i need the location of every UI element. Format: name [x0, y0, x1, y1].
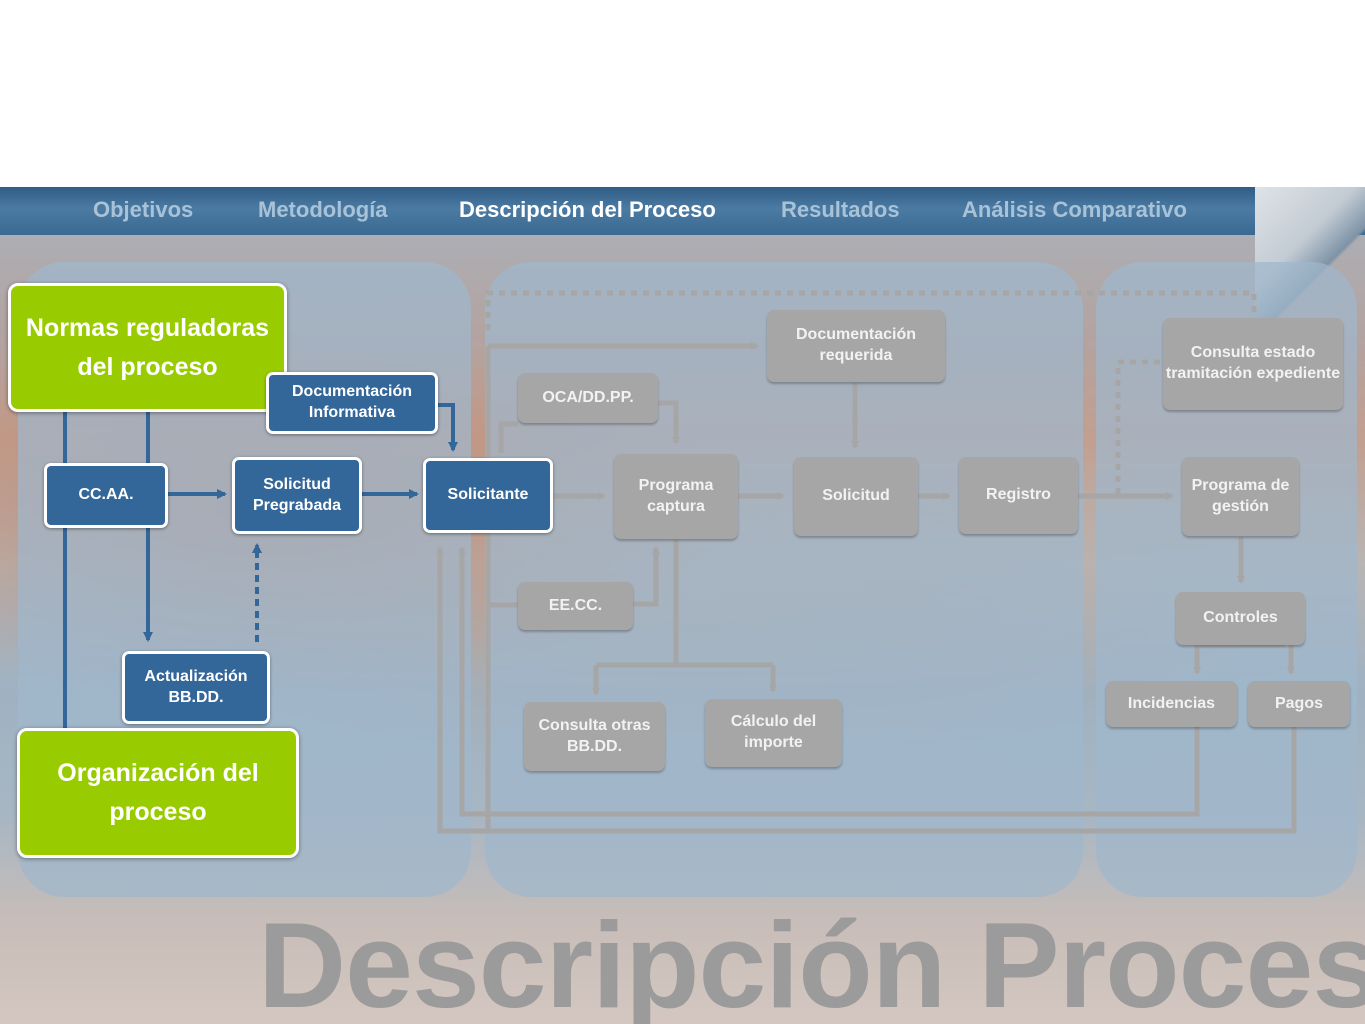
pagos-box: Pagos	[1248, 681, 1350, 727]
registro-box: Registro	[959, 457, 1078, 534]
documentacion-requerida-box: Documentación requerida	[767, 310, 945, 382]
calculo-importe-box: Cálculo del importe	[705, 699, 842, 767]
organizacion-proceso-box: Organización del proceso	[17, 728, 299, 858]
solicitud-pregrabada-box: Solicitud Pregrabada	[232, 457, 362, 534]
nav-item-metodologia[interactable]: Metodología	[258, 197, 388, 222]
ccaa-box: CC.AA.	[44, 463, 168, 528]
watermark-title: Descripción Proceso	[258, 897, 1365, 1024]
nav-item-objetivos[interactable]: Objetivos	[93, 197, 194, 222]
incidencias-box: Incidencias	[1106, 681, 1237, 727]
controles-box: Controles	[1176, 592, 1305, 645]
normas-reguladoras-box: Normas reguladoras del proceso	[8, 283, 287, 412]
solicitud-box: Solicitud	[794, 457, 918, 536]
solicitante-box: Solicitante	[423, 458, 553, 533]
actualizacion-bbdd-box: Actualización BB.DD.	[122, 651, 270, 724]
nav-bar	[0, 187, 1365, 235]
eecc-box: EE.CC.	[518, 582, 633, 630]
consulta-otras-bbdd-box: Consulta otras BB.DD.	[524, 702, 665, 771]
nav-item-descripcion-proceso[interactable]: Descripción del Proceso	[459, 197, 716, 222]
programa-captura-box: Programa captura	[614, 454, 738, 539]
nav-item-resultados[interactable]: Resultados	[781, 197, 900, 222]
programa-gestion-box: Programa de gestión	[1182, 457, 1299, 536]
header-blank-area	[0, 0, 1365, 187]
nav-item-analisis-comparativo[interactable]: Análisis Comparativo	[962, 197, 1187, 222]
oca-ddpp-box: OCA/DD.PP.	[518, 373, 658, 423]
documentacion-informativa-box: Documentación Informativa	[266, 372, 438, 434]
consulta-estado-box: Consulta estado tramitación expediente	[1163, 318, 1343, 410]
